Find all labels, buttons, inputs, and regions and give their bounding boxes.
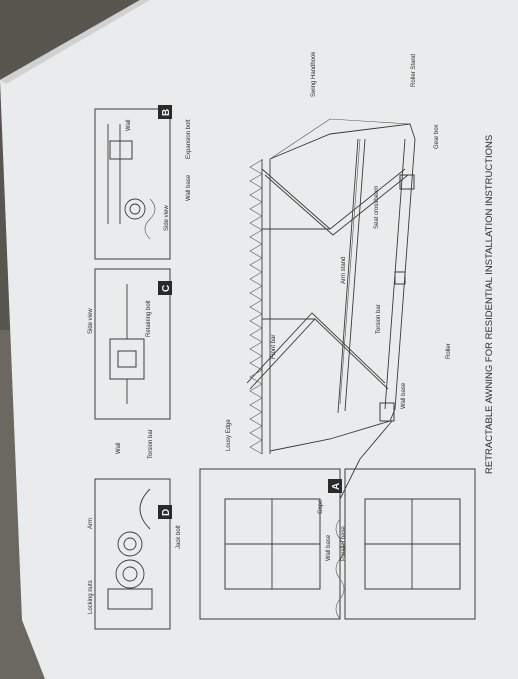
page-title: RETRACTABLE AWNING FOR RESIDENTIAL INSTA… [484, 135, 495, 474]
svg-text:C: C [161, 285, 172, 292]
label-wall-base-a: Wall base [326, 534, 332, 561]
panel-d: D [94, 478, 172, 630]
label-roller-stand: Roller Stand [411, 54, 417, 87]
main-awning-drawing [246, 118, 416, 500]
svg-text:B: B [161, 109, 172, 116]
label-gear-box: Gear box [434, 124, 440, 149]
label-swing-handhook: Swing Handhook [311, 51, 317, 97]
label-roller: Roller [446, 343, 452, 359]
label-cape: Cape [318, 499, 324, 514]
label-wall-b: Wall [126, 120, 132, 131]
paper-shadow [0, 0, 150, 84]
rotated-page-content: RETRACTABLE AWNING FOR RESIDENTIAL INSTA… [88, 51, 495, 630]
label-wall-base-main: Wall base [401, 382, 407, 409]
label-torsion-bar-main: Torsion bar [376, 304, 382, 334]
label-jack-bolt: Jack bolt [176, 525, 182, 549]
label-arm-d: Arm [88, 518, 94, 529]
label-torsion-bar-c: Torsion bar [148, 429, 154, 459]
svg-text:A: A [331, 483, 342, 490]
label-front-bar: Front bar [271, 335, 277, 359]
label-side-view-b: Side view [164, 205, 170, 231]
panel-b: B [94, 105, 172, 260]
label-side-view-c: Side view [88, 308, 94, 334]
panel-a: A [199, 468, 476, 620]
label-arm-stand: Arm stand [341, 257, 347, 284]
label-expansion-bolt: Expansion bolt [186, 119, 192, 159]
label-parallel-base: Parallel base [341, 526, 347, 561]
svg-text:D: D [161, 509, 172, 516]
label-locking-nuts: Locking nuts [88, 580, 94, 614]
label-wall-c: Wall [116, 443, 122, 454]
label-seat-crossbeam: Seat crossbeam [374, 186, 380, 229]
panel-c: C [94, 268, 172, 420]
label-retaining-bolt: Retaining bolt [146, 300, 152, 337]
label-lousy-edge: Lousy Edge [226, 419, 232, 451]
label-wall-base-b: Wall base [186, 174, 192, 201]
